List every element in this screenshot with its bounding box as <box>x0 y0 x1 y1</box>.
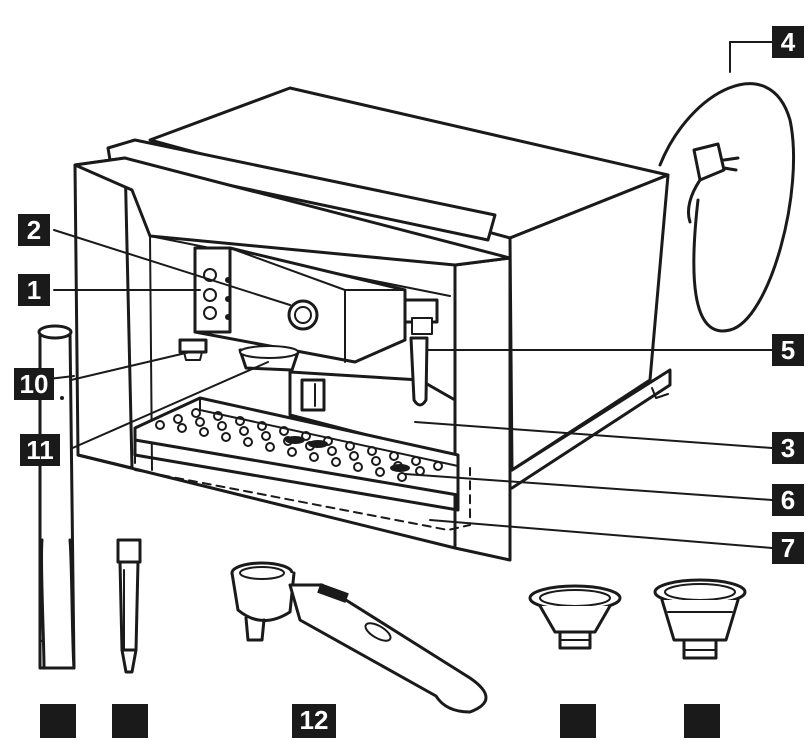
power-cord <box>658 82 795 333</box>
portafilter-accessory <box>230 561 488 714</box>
leader-7 <box>429 519 773 549</box>
leader-3 <box>414 421 773 449</box>
callout-blank-scoop <box>40 704 76 738</box>
callout-blank-basket-double <box>684 704 720 738</box>
callout-1: 1 <box>18 274 50 306</box>
cleaning-tool-accessory <box>116 538 142 674</box>
callout-2: 2 <box>18 214 50 246</box>
callout-7: 7 <box>772 532 804 564</box>
leader-6 <box>404 473 773 501</box>
callout-5: 5 <box>772 334 804 366</box>
cabinet <box>73 86 672 562</box>
leader-2 <box>53 229 291 306</box>
selector-knob <box>287 299 319 331</box>
leader-10 <box>53 351 191 385</box>
leader-lines <box>53 41 773 549</box>
callout-10: 10 <box>14 368 54 400</box>
callout-12: 12 <box>292 704 336 738</box>
drip-tray <box>133 396 460 512</box>
callout-3: 3 <box>772 432 804 464</box>
callout-11: 11 <box>20 434 60 466</box>
control-buttons <box>203 268 231 320</box>
hot-water-tap <box>178 338 208 361</box>
brew-group-head <box>238 345 300 372</box>
filter-basket-double <box>653 578 747 660</box>
leader-11 <box>67 361 269 451</box>
scoop-shape <box>39 538 76 670</box>
callout-blank-tool <box>112 704 148 738</box>
callout-4: 4 <box>772 26 804 58</box>
callout-6: 6 <box>772 484 804 516</box>
filter-basket-single <box>528 584 622 650</box>
steam-wand <box>403 298 439 407</box>
callout-blank-basket-single <box>560 704 596 738</box>
